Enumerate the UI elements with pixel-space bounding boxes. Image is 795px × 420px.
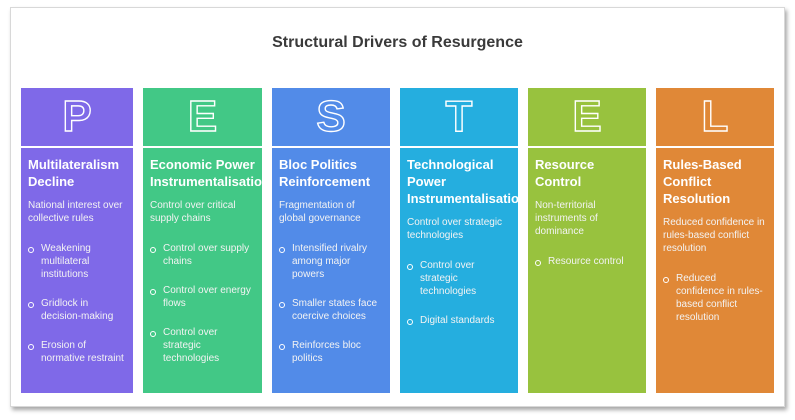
circle-bullet-icon xyxy=(150,247,156,253)
bullet-item: Erosion of normative restraint xyxy=(28,339,126,365)
circle-bullet-icon xyxy=(535,260,541,266)
column-letter: E xyxy=(528,88,646,146)
column-description: Reduced confidence in rules-based confli… xyxy=(663,217,765,254)
bullet-item: Smaller states face coercive choices xyxy=(279,297,383,323)
column-letter: T xyxy=(400,88,518,146)
column-description: Control over critical supply chains xyxy=(150,200,236,224)
column-letter: S xyxy=(272,88,390,146)
bullet-item: Reinforces bloc politics xyxy=(279,339,383,365)
bullet-item: Resource control xyxy=(535,255,639,268)
bullet-item: Control over supply chains xyxy=(150,242,255,268)
bullet-item: Control over strategic technologies xyxy=(150,326,255,365)
bullet-list: Reduced confidence in rules-based confli… xyxy=(663,272,767,324)
circle-bullet-icon xyxy=(407,319,413,325)
column-description: Fragmentation of global governance xyxy=(279,200,361,224)
bullet-item: Intensified rivalry among major powers xyxy=(279,242,383,281)
bullet-item: Gridlock in decision-making xyxy=(28,297,126,323)
bullet-item: Digital standards xyxy=(407,314,511,327)
column-description: Control over strategic technologies xyxy=(407,217,503,241)
column-description: National interest over collective rules xyxy=(28,200,123,224)
circle-bullet-icon xyxy=(407,264,413,270)
bullet-list: Resource control xyxy=(535,255,639,268)
circle-bullet-icon xyxy=(28,247,34,253)
column-letter: E xyxy=(143,88,262,146)
diagram-title: Structural Drivers of Resurgence xyxy=(272,34,523,51)
circle-bullet-icon xyxy=(150,289,156,295)
circle-bullet-icon xyxy=(279,247,285,253)
circle-bullet-icon xyxy=(279,302,285,308)
column-letter: L xyxy=(656,88,774,146)
bullet-item: Control over energy flows xyxy=(150,284,255,310)
bullet-item: Control over strategic technologies xyxy=(407,259,511,298)
circle-bullet-icon xyxy=(150,331,156,337)
circle-bullet-icon xyxy=(663,277,669,283)
diagram-card xyxy=(10,7,785,407)
bullet-item: Weakening multilateral institutions xyxy=(28,242,126,281)
circle-bullet-icon xyxy=(279,344,285,350)
column-letter: P xyxy=(21,88,133,146)
column-description: Non-territorial instruments of dominance xyxy=(535,200,598,237)
bullet-item: Reduced confidence in rules-based confli… xyxy=(663,272,767,324)
circle-bullet-icon xyxy=(28,302,34,308)
circle-bullet-icon xyxy=(28,344,34,350)
